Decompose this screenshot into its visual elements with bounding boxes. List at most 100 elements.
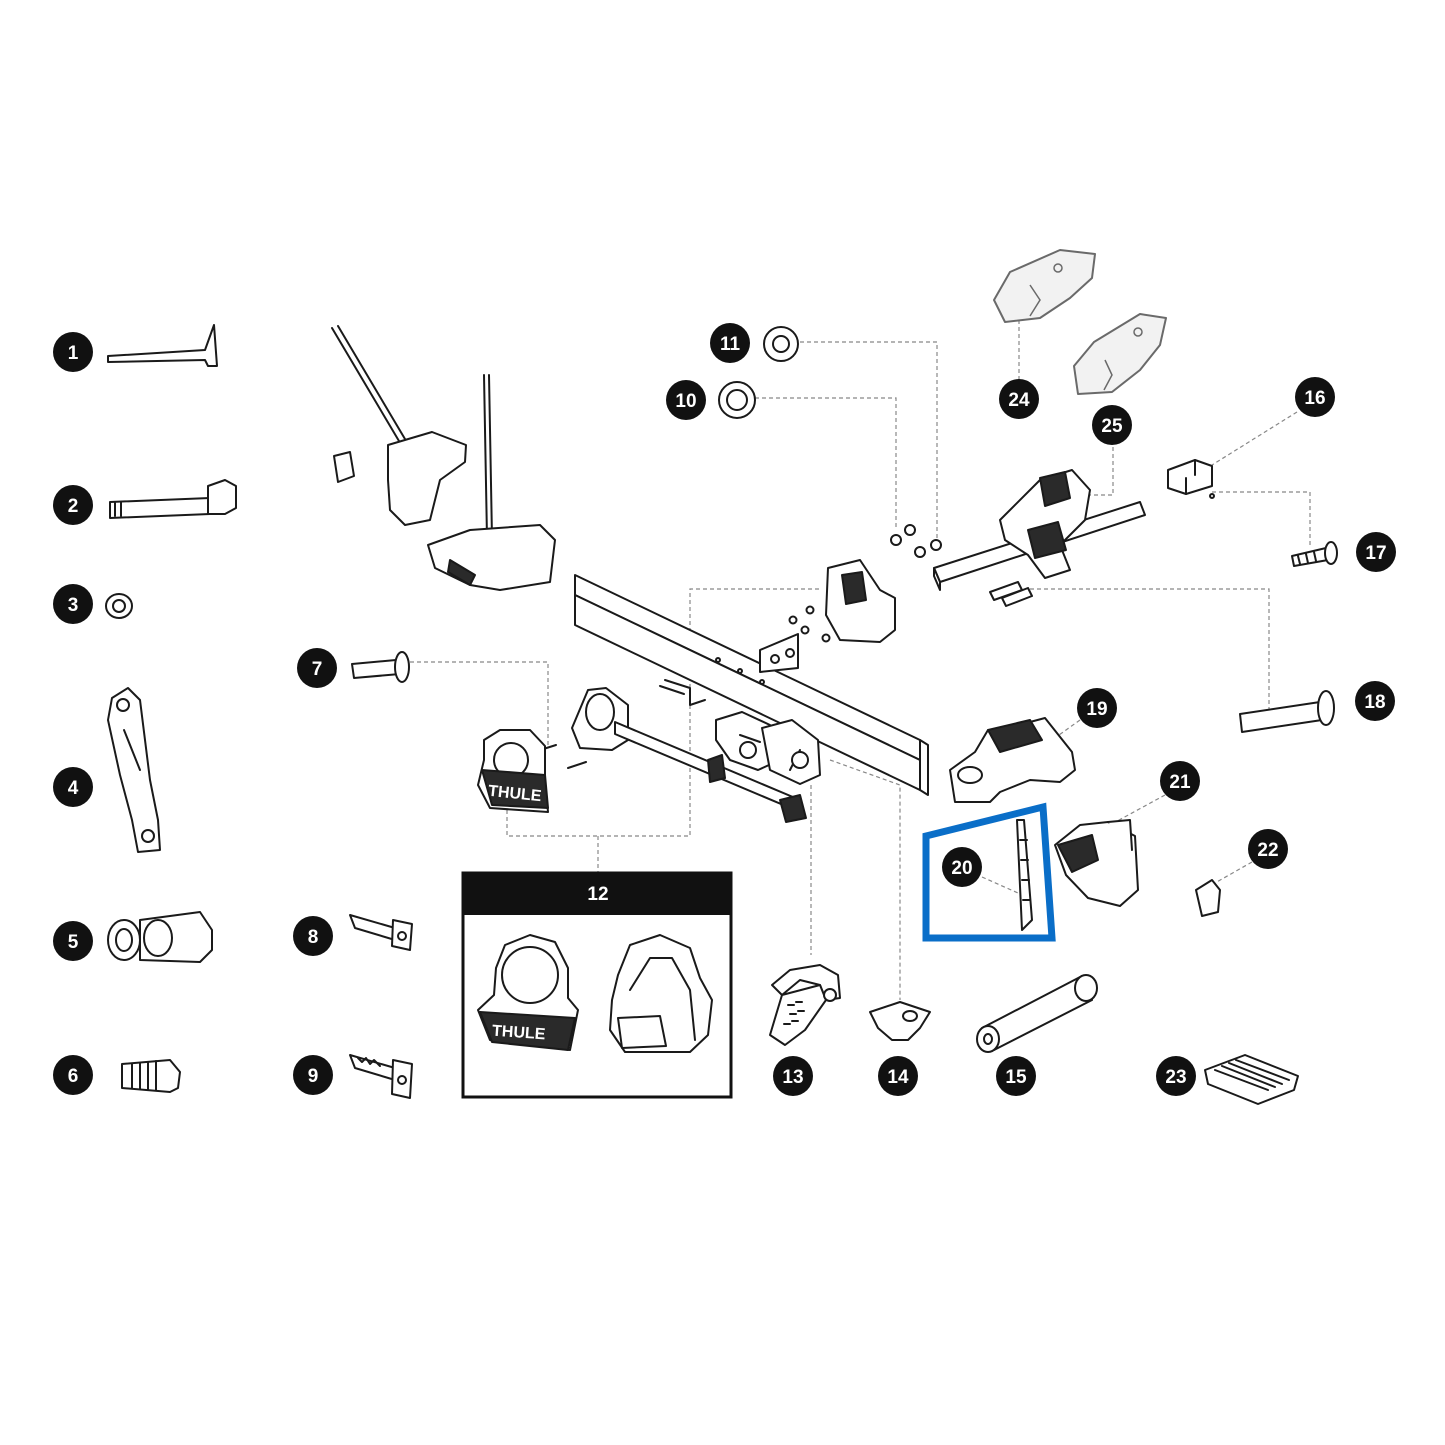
callout-21: 21 [1160, 761, 1200, 801]
part-20-strap [1016, 819, 1033, 931]
callout-1-number: 1 [68, 343, 79, 364]
part-11-washer [763, 326, 799, 362]
callout-22-badge [1248, 829, 1288, 869]
part-23-rubber-pad [1204, 1054, 1299, 1105]
leader-22 [1214, 861, 1253, 884]
leader-7 [410, 661, 549, 745]
callout-18-number: 18 [1364, 692, 1385, 713]
callout-3: 3 [53, 584, 93, 624]
part-8-key [349, 914, 413, 951]
callout-19-number: 19 [1086, 699, 1107, 720]
leader-25 [1090, 440, 1114, 496]
callout-16-number: 16 [1304, 388, 1325, 409]
part-14-knob [869, 1001, 931, 1041]
part-1-hex-key [107, 324, 218, 367]
callout-10-badge [666, 380, 706, 420]
callout-9-badge [293, 1055, 333, 1095]
callout-18-badge [1355, 681, 1395, 721]
callout-24-badge [999, 379, 1039, 419]
callout-1-badge [53, 332, 93, 372]
callout-23-number: 23 [1165, 1067, 1186, 1088]
callout-9: 9 [293, 1055, 333, 1095]
leader-11 [800, 341, 938, 540]
wheel-cradle-center [825, 559, 896, 643]
callout-21-number: 21 [1169, 772, 1191, 793]
callout-15-number: 15 [1005, 1067, 1027, 1088]
callout-21-badge [1160, 761, 1200, 801]
callout-11: 11 [710, 323, 750, 363]
callout-19: 19 [1077, 688, 1117, 728]
wheel-holder-assembly-right [933, 469, 1146, 591]
part-4-wrench [107, 687, 161, 853]
inset-12-end-cover: THULE [477, 934, 579, 1051]
callout-14-badge [878, 1056, 918, 1096]
callout-19-badge [1077, 688, 1117, 728]
callout-2: 2 [53, 485, 93, 525]
callout-18: 18 [1355, 681, 1395, 721]
inset-12-label: 12 [587, 884, 608, 905]
callout-8-badge [293, 916, 333, 956]
callout-9-number: 9 [308, 1066, 319, 1087]
main-frame-tube [574, 574, 929, 796]
callout-10-number: 10 [675, 391, 696, 412]
callout-14: 14 [878, 1056, 918, 1096]
leader-16 [1211, 411, 1298, 466]
part-19-wheel-cradle [949, 717, 1076, 803]
callout-3-number: 3 [68, 595, 79, 616]
callout-24-number: 24 [1008, 390, 1030, 411]
cover-logo-small: THULE [492, 1023, 547, 1044]
callout-6: 6 [53, 1055, 93, 1095]
part-24-side-cover [993, 249, 1096, 323]
callout-16-badge [1295, 377, 1335, 417]
callout-25: 25 [1092, 405, 1132, 445]
callout-25-number: 25 [1101, 416, 1123, 437]
callout-6-badge [53, 1055, 93, 1095]
callout-25-badge [1092, 405, 1132, 445]
part-22-end-cap [1195, 879, 1221, 917]
callout-22-number: 22 [1257, 840, 1278, 861]
callout-17-number: 17 [1365, 543, 1386, 564]
callout-6-number: 6 [68, 1066, 79, 1087]
callout-17-badge [1356, 532, 1396, 572]
leader-10 [755, 397, 897, 530]
part-18-long-pin [1239, 690, 1335, 733]
callout-15: 15 [996, 1056, 1036, 1096]
part-2-bolt [109, 479, 237, 519]
part-16-adapter-block [1167, 459, 1213, 495]
clamp-arm-assembly [571, 687, 821, 823]
part-7-pin [351, 651, 410, 683]
part-3-lock-washer [105, 593, 133, 619]
cover-logo-large: THULE [487, 783, 542, 806]
callout-3-badge [53, 584, 93, 624]
leader-12 [506, 588, 820, 837]
callout-22: 22 [1248, 829, 1288, 869]
callout-8: 8 [293, 916, 333, 956]
callout-20-badge [942, 847, 982, 887]
highlight-box-part-20 [922, 802, 1056, 942]
inset-12-header [463, 873, 731, 915]
callout-20-number: 20 [951, 858, 972, 879]
callout-4-number: 4 [68, 778, 79, 799]
callout-11-badge [710, 323, 750, 363]
callout-5-number: 5 [68, 932, 79, 953]
inset-12: 12 THULE [461, 871, 733, 1099]
leader-17 [1212, 491, 1311, 545]
callout-5: 5 [53, 921, 93, 961]
part-9-key [349, 1054, 413, 1099]
callout-4: 4 [53, 767, 93, 807]
callout-7-badge [297, 648, 337, 688]
callout-11-number: 11 [720, 334, 741, 355]
part-17-screw [1209, 493, 1338, 567]
callout-10: 10 [666, 380, 706, 420]
wheel-holder-assembly-left [331, 325, 556, 591]
part-5-lock-cylinder [107, 911, 213, 963]
callout-13-number: 13 [782, 1067, 803, 1088]
callout-7: 7 [297, 648, 337, 688]
callout-23-badge [1156, 1056, 1196, 1096]
inset-12-wheel-cover [609, 934, 713, 1053]
callout-14-number: 14 [887, 1067, 909, 1088]
callout-13-badge [773, 1056, 813, 1096]
callout-2-number: 2 [68, 496, 79, 517]
callout-17: 17 [1356, 532, 1396, 572]
mount-clip [659, 679, 706, 706]
